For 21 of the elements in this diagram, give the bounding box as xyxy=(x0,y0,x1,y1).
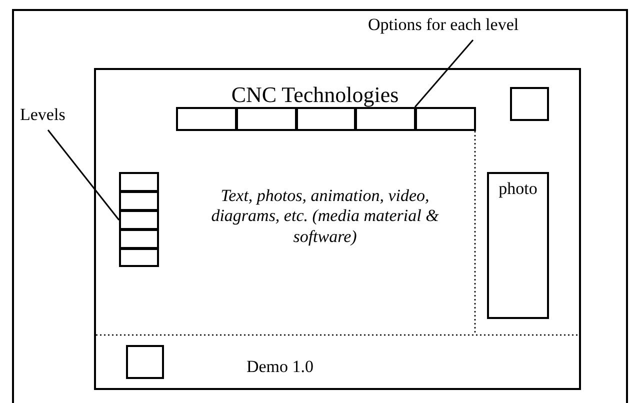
level-box xyxy=(119,172,159,192)
callout-text: Options for each level xyxy=(368,16,578,40)
option-tab xyxy=(236,107,297,131)
option-tab xyxy=(176,107,237,131)
level-box xyxy=(119,229,159,249)
option-tab xyxy=(415,107,476,131)
photo-box: photo xyxy=(487,172,549,319)
small-square xyxy=(126,345,164,379)
callout-text: Levels xyxy=(20,106,76,130)
option-tab xyxy=(355,107,416,131)
screen-title: CNC Technologies xyxy=(230,82,400,108)
leader-line xyxy=(414,40,474,108)
option-tab xyxy=(296,107,356,131)
content-description: Text, photos, animation, video, diagrams, etc. (media material & software) xyxy=(210,186,440,248)
small-square xyxy=(510,87,549,121)
level-box xyxy=(119,191,159,211)
version-text: Demo 1.0 xyxy=(245,357,315,378)
level-box xyxy=(119,248,159,267)
leader-line xyxy=(47,130,120,220)
level-box xyxy=(119,210,159,230)
screen-frame xyxy=(94,68,581,390)
